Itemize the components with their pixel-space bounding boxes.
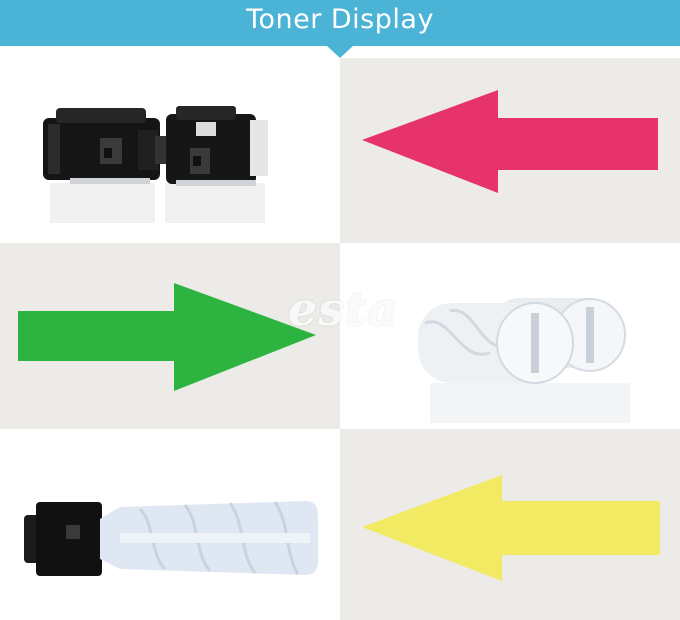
panel-yellow-arrow	[340, 429, 680, 620]
panel-green-arrow	[0, 243, 340, 429]
header-banner: Toner Display	[0, 0, 680, 46]
arrow-left-icon	[362, 90, 658, 193]
panel-magenta-arrow	[340, 58, 680, 243]
black-cartridge-pair-image	[43, 106, 268, 223]
white-toner-bottle-pair-image	[418, 298, 630, 423]
panel-white-bottles	[340, 243, 680, 429]
panel-toner-bottle	[0, 429, 340, 620]
toner-bottle-image	[24, 501, 318, 576]
header-pointer	[326, 45, 354, 58]
panel-black-cartridges	[0, 58, 340, 243]
arrow-right-icon	[18, 283, 316, 391]
watermark-logo: esta	[287, 282, 399, 336]
arrow-left-icon	[362, 475, 660, 581]
page-title: Toner Display	[246, 4, 434, 35]
